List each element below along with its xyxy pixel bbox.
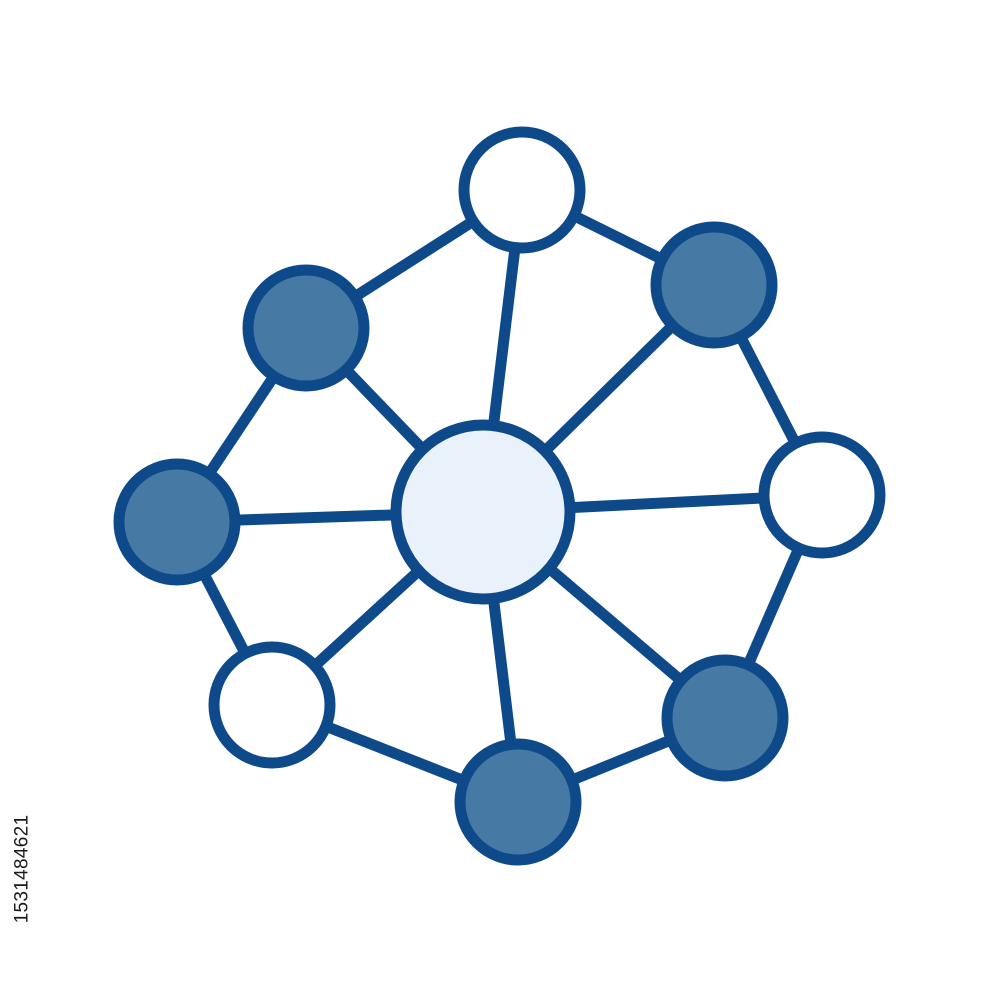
node-lower-left [208, 641, 336, 769]
nodes-layer [113, 126, 886, 866]
node-left [113, 458, 241, 586]
node-bottom [454, 738, 582, 866]
stock-id-text: 1531484621 [11, 814, 33, 924]
stock-id-label: 1531484621 [10, 758, 34, 980]
node-upper-right [650, 221, 778, 349]
node-right [758, 431, 886, 559]
node-upper-left [242, 264, 370, 392]
hub-node [390, 419, 576, 605]
node-top [458, 126, 586, 254]
node-lower-right [661, 654, 789, 782]
